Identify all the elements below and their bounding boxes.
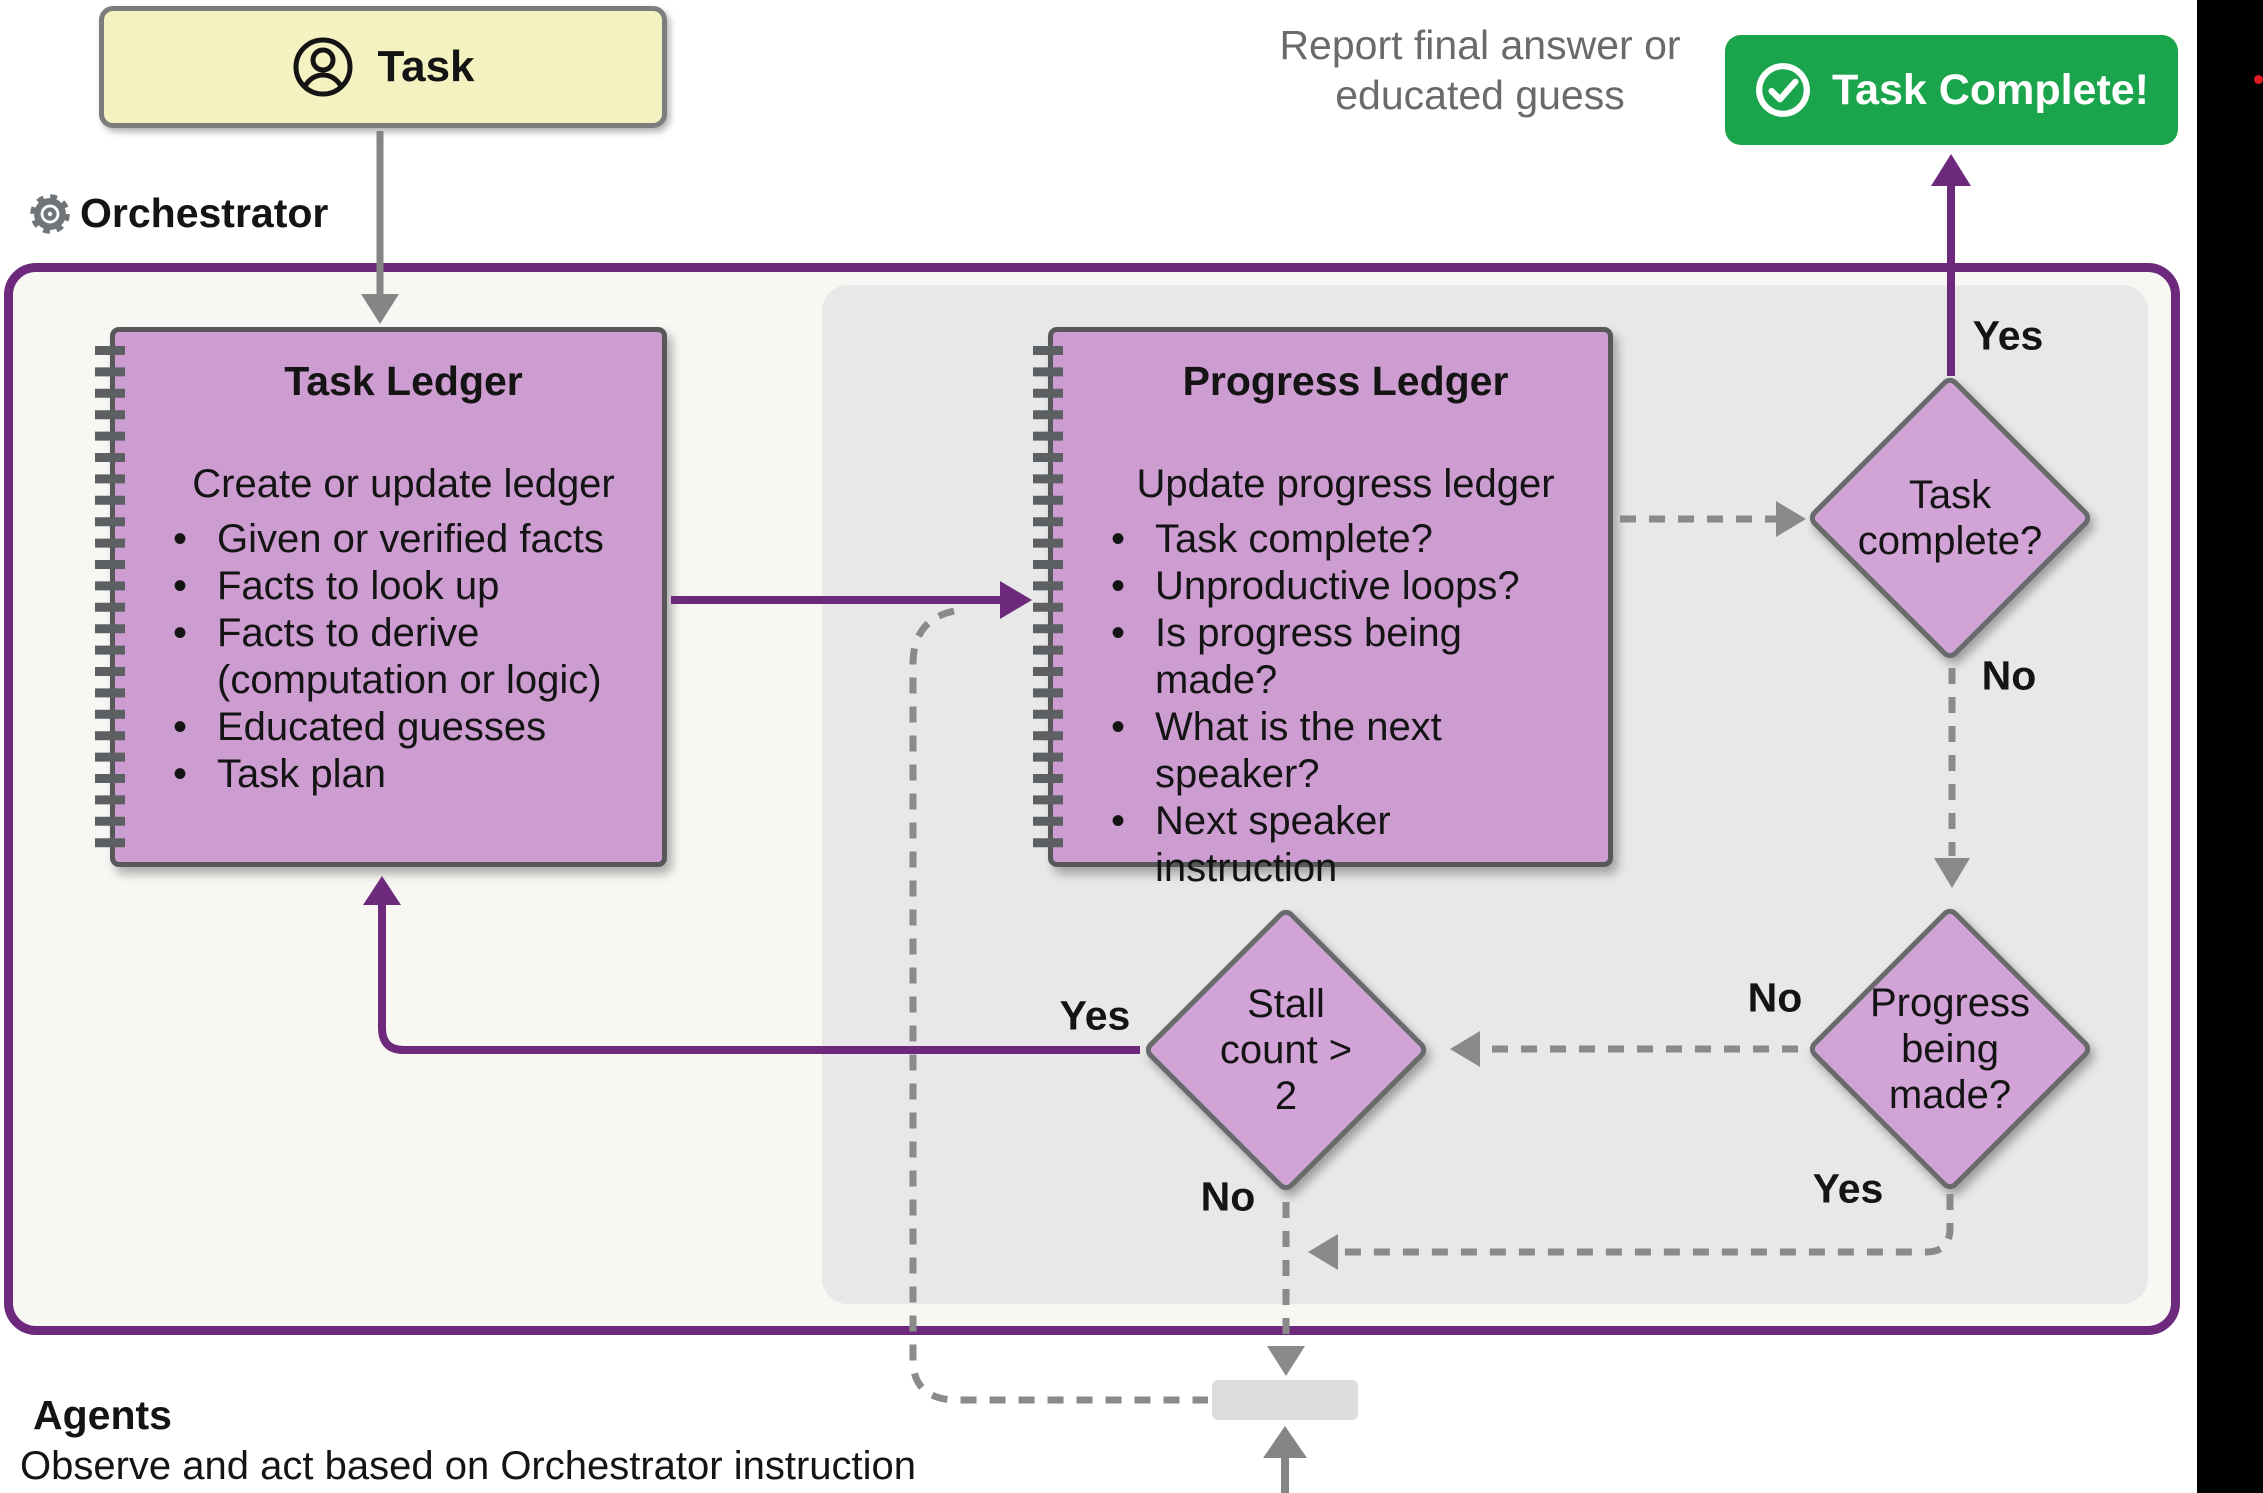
record-dot-icon [2254, 75, 2263, 84]
task-complete-button: Task Complete! [1725, 35, 2178, 145]
agents-subtitle: Observe and act based on Orchestrator in… [20, 1444, 917, 1488]
task-ledger-title: Task Ledger [284, 358, 523, 404]
list-item: Task plan [173, 751, 634, 798]
task-complete-diamond-label: Task complete? [1857, 473, 2043, 563]
bullet-dot [1111, 516, 1155, 563]
stall-count-diamond-label: Stall count > 2 [1219, 982, 1353, 1118]
bullet-dot [173, 704, 217, 751]
agent-node-bar [1212, 1380, 1358, 1420]
branch-label-stall-yes: Yes [1059, 992, 1131, 1039]
agents-title: Agents [33, 1392, 172, 1438]
report-line2: educated guess [1335, 72, 1625, 118]
task-ledger-subtitle: Create or update ledger [192, 462, 615, 506]
report-line1: Report final answer or [1279, 22, 1681, 68]
list-item: Facts to look up [173, 563, 634, 610]
bullet-dot [1111, 704, 1155, 798]
gear-icon [30, 193, 70, 234]
progress-ledger-subtitle: Update progress ledger [1136, 462, 1555, 506]
bullet-dot [1111, 798, 1155, 892]
bullet-dot [1111, 563, 1155, 610]
task-box-label: Task [377, 42, 475, 91]
list-item: Given or verified facts [173, 516, 634, 563]
task-input-box: Task [99, 6, 667, 128]
task-complete-button-label: Task Complete! [1832, 65, 2149, 114]
bullet-dot [1111, 610, 1155, 704]
branch-label-progress-yes: Yes [1812, 1165, 1884, 1212]
list-item: Facts to derive (computation or logic) [173, 610, 634, 704]
bullet-dot [173, 610, 217, 704]
bullet-dot [173, 751, 217, 798]
branch-label-stall-no: No [1200, 1173, 1256, 1220]
list-item: Next speaker instruction [1111, 798, 1580, 892]
branch-label-task-complete-no: No [1981, 652, 2037, 699]
list-item: What is the next speaker? [1111, 704, 1580, 798]
progress-ledger-title: Progress Ledger [1182, 358, 1509, 404]
check-circle-icon [1756, 63, 1810, 117]
orchestrator-label: Orchestrator [80, 190, 329, 236]
person-icon [293, 37, 353, 97]
screen-edge-black-bar [2197, 0, 2263, 1493]
list-item: Educated guesses [173, 704, 634, 751]
task-ledger-box: Task Ledger Create or update ledger Give… [110, 327, 667, 867]
bullet-dot [173, 516, 217, 563]
branch-label-progress-no: No [1747, 974, 1803, 1021]
list-item: Unproductive loops? [1111, 563, 1580, 610]
list-item: Task complete? [1111, 516, 1580, 563]
branch-label-task-complete-yes: Yes [1972, 312, 2044, 359]
report-final-answer-text: Report final answer or educated guess [1230, 20, 1730, 120]
arrow-agents-up-to-bar [1263, 1426, 1307, 1493]
bullet-dot [173, 563, 217, 610]
list-item: Is progress being made? [1111, 610, 1580, 704]
orchestrator-label-row: Orchestrator [28, 190, 328, 237]
progress-ledger-box: Progress Ledger Update progress ledger T… [1048, 327, 1613, 890]
progress-being-made-diamond-label: Progress being made? [1869, 981, 2031, 1117]
